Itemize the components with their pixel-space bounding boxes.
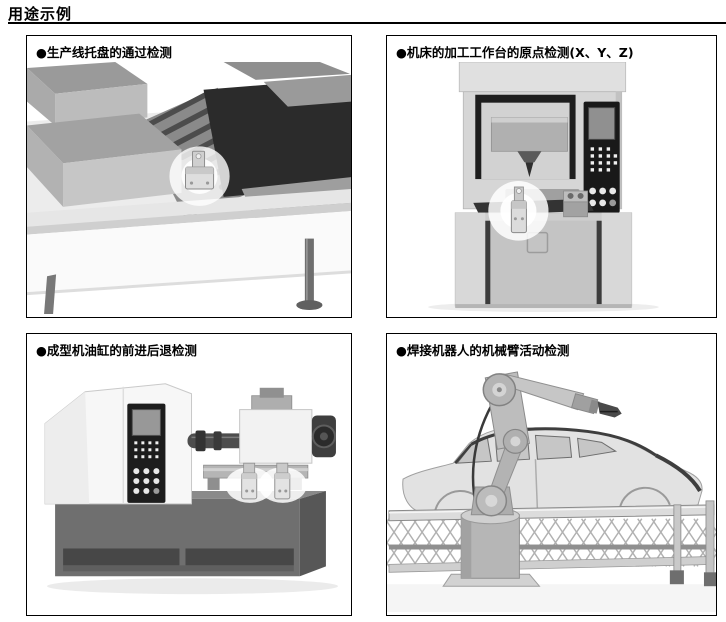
title-underline	[8, 22, 726, 24]
control-panel	[583, 101, 620, 213]
panel-welding-robot-detection: ●焊接机器人的机械臂活动检测	[386, 333, 717, 616]
spindle-head	[490, 117, 568, 178]
origin-sensor	[488, 181, 549, 241]
robot-arm	[442, 371, 622, 587]
panel-welding-robot-label: ●焊接机器人的机械臂活动检测	[396, 343, 570, 358]
machine-white-body	[44, 383, 193, 505]
molding-machine-illustration	[44, 383, 338, 595]
panel-molding-machine-detection: ●成型机油缸的前进后退检测	[26, 333, 352, 616]
panel-molding-machine-label: ●成型机油缸的前进后退检测	[36, 343, 197, 358]
panel-conveyor-label: ●生产线托盘的通过检测	[36, 45, 172, 60]
cylinder-sensors	[225, 462, 307, 503]
page-title: 用途示例	[8, 5, 73, 23]
panel-machine-tool-detection: ●机床的加工工作台的原点检测(X、Y、Z)	[386, 35, 717, 318]
car-body	[402, 426, 703, 518]
machine-tool-scene	[428, 62, 659, 313]
proximity-sensor	[169, 146, 230, 206]
connector-box	[563, 190, 589, 218]
machine-tool-illustration	[428, 62, 659, 313]
pallet-boxes-left	[27, 62, 182, 207]
molding-machine-scene	[44, 383, 338, 595]
table-legs	[44, 238, 323, 314]
panel-conveyor-detection: ●生产线托盘的通过检测	[26, 35, 352, 318]
conveyor-illustration	[27, 62, 351, 314]
table-front	[27, 188, 351, 296]
molding-control-panel	[127, 403, 166, 503]
welding-robot-illustration	[387, 371, 716, 612]
welding-robot-scene	[387, 371, 716, 612]
machine-base	[454, 188, 633, 309]
panel-machine-tool-label: ●机床的加工工作台的原点检测(X、Y、Z)	[396, 45, 634, 60]
conveyor-scene	[27, 62, 351, 314]
safety-fence	[387, 500, 716, 587]
